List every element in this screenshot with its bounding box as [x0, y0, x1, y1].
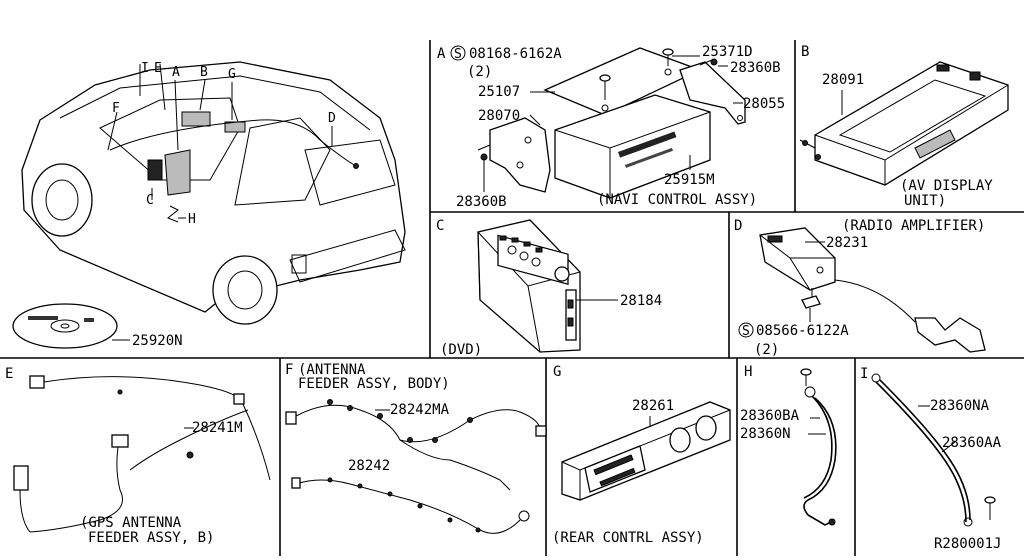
panel-a: A S 08168-6162A (2) [437, 44, 785, 210]
caption-antenna-feeder-line1: (ANTENNA [298, 362, 366, 378]
panel-borders [0, 40, 1024, 556]
part-number-28231: 28231 [826, 235, 868, 251]
callout-letter-a: A [172, 65, 180, 80]
part-number-28360n: 28360N [740, 426, 791, 442]
part-number-25107: 25107 [478, 84, 520, 100]
screw-symbol-d: S [742, 324, 750, 339]
part-number-25920n: 25920N [132, 333, 183, 349]
callout-letter-i: I [141, 61, 149, 76]
part-number-28241m: 28241M [192, 420, 243, 436]
part-number-28091: 28091 [822, 72, 864, 88]
antenna-feeder-cables-drawing [285, 399, 547, 534]
caption-av-display-line2: UNIT) [904, 193, 946, 209]
callout-letter-h: H [188, 212, 196, 227]
ground-strap-h-drawing [800, 368, 837, 526]
caption-av-display-line1: (AV DISPLAY [900, 178, 993, 194]
panel-d: D (RADIO AMPLIFIER) 28231 S 08566-6122A … [734, 218, 986, 358]
panel-letter-g: G [553, 364, 561, 380]
callout-letter-c: C [146, 193, 154, 208]
caption-navi-control-assy: (NAVI CONTROL ASSY) [597, 192, 757, 208]
panel-letter-h: H [744, 364, 752, 380]
screw-symbol-a: S [454, 47, 462, 62]
panel-letter-b: B [801, 44, 809, 60]
part-number-08168-6162a: 08168-6162A [469, 46, 562, 62]
part-number-28242: 28242 [348, 458, 390, 474]
ground-strap-i-drawing [871, 373, 996, 527]
part-number-28242ma: 28242MA [390, 402, 450, 418]
panel-e: E 28241M (GPS ANTENNA FEEDER ASSY, B) [5, 366, 271, 546]
callout-letter-e: E [154, 61, 162, 76]
callout-letter-f: F [112, 101, 120, 116]
part-number-28055: 28055 [743, 96, 785, 112]
part-number-28360b-top: 28360B [730, 60, 781, 76]
panel-letter-e: E [5, 366, 13, 382]
panel-vehicle: I E A B G F D C H 25920N [12, 61, 406, 349]
panel-letter-d: D [734, 218, 742, 234]
panel-c: C 28184 (DVD) [436, 218, 662, 358]
part-number-28184: 28184 [620, 293, 662, 309]
panel-h: H 28360BA 28360N [740, 364, 837, 526]
callout-letter-b: B [200, 65, 208, 80]
part-number-25371d: 25371D [702, 44, 753, 60]
caption-rear-control-assy: (REAR CONTRL ASSY) [552, 530, 704, 546]
caption-gps-antenna-line2: FEEDER ASSY, B) [88, 530, 214, 546]
gps-antenna-cable-drawing [13, 375, 271, 533]
screw-quantity-d: (2) [754, 342, 779, 358]
part-number-25915m: 25915M [664, 172, 715, 188]
panel-letter-f: F [285, 362, 293, 378]
part-number-08566-6122a: 08566-6122A [756, 323, 849, 339]
panel-letter-i: I [860, 366, 868, 382]
panel-g: G 28261 (REAR CONTRL ASSY) [552, 364, 731, 546]
rear-control-drawing [561, 401, 731, 501]
part-number-28360ba: 28360BA [740, 408, 800, 424]
drawing-number: R280001J [934, 536, 1001, 552]
part-number-28261: 28261 [632, 398, 674, 414]
screw-quantity-a: (2) [467, 64, 492, 80]
part-number-28360b-bottom: 28360B [456, 194, 507, 210]
dvd-drawing [477, 219, 581, 353]
caption-antenna-feeder-line2: FEEDER ASSY, BODY) [298, 376, 450, 392]
callout-letter-g: G [228, 67, 236, 82]
av-display-drawing [799, 61, 1009, 186]
map-disc [12, 303, 118, 349]
part-number-28360aa: 28360AA [942, 435, 1002, 451]
caption-gps-antenna-line1: (GPS ANTENNA [80, 515, 182, 531]
caption-radio-amplifier: (RADIO AMPLIFIER) [842, 218, 985, 234]
callout-letter-d: D [328, 111, 336, 126]
vehicle-drawing [21, 61, 406, 325]
panel-letter-a: A [437, 46, 446, 62]
part-number-28360na: 28360NA [930, 398, 990, 414]
caption-dvd: (DVD) [440, 342, 482, 358]
panel-letter-c: C [436, 218, 444, 234]
radio-amplifier-drawing [759, 227, 986, 353]
part-number-28070: 28070 [478, 108, 520, 124]
panel-i: I 28360NA 28360AA R280001J [860, 366, 1002, 552]
panel-f: F (ANTENNA FEEDER ASSY, BODY) 28242MA [285, 362, 547, 534]
panel-b: B 28091 (AV DISPLAY UNIT) [799, 44, 1009, 209]
navi-control-drawing [477, 47, 746, 199]
